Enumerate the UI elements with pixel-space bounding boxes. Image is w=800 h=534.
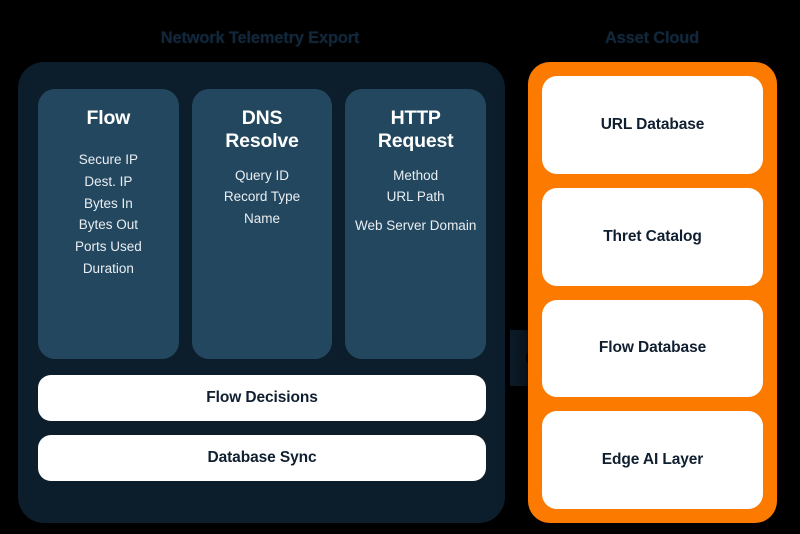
cloud-card-label: Flow Database bbox=[598, 339, 707, 357]
list-item: URL Path bbox=[386, 189, 445, 205]
asset-cloud-panel: URL Database Thret Catalog Flow Database… bbox=[528, 62, 777, 523]
bar-flow-decisions: Flow Decisions bbox=[38, 375, 486, 421]
list-item: Bytes Out bbox=[78, 217, 138, 233]
card-item-list: Method URL Path Web Server Domain bbox=[353, 165, 478, 238]
left-panel-title: Network Telemetry Export bbox=[160, 29, 360, 47]
cloud-card-label: URL Database bbox=[600, 115, 705, 133]
cloud-card-label: Edge AI Layer bbox=[601, 451, 704, 469]
cloud-card-label: Thret Catalog bbox=[603, 227, 702, 245]
card-heading: Flow bbox=[86, 107, 131, 129]
telemetry-card-flow: Flow Secure IP Dest. IP Bytes In Bytes O… bbox=[38, 89, 179, 359]
list-item: Name bbox=[244, 211, 281, 227]
cloud-card-edge-ai-layer: Edge AI Layer bbox=[542, 411, 763, 509]
card-heading-line: Request bbox=[377, 129, 454, 152]
card-heading-line: DNS bbox=[241, 107, 283, 129]
card-heading: HTTP Request bbox=[353, 107, 478, 153]
cloud-card-url-database: URL Database bbox=[542, 76, 763, 174]
bar-label: Database Sync bbox=[207, 449, 317, 466]
card-heading-line: Resolve bbox=[225, 129, 299, 152]
right-arrow-icon bbox=[510, 330, 534, 386]
list-item: Method bbox=[393, 167, 439, 183]
telemetry-card-row: Flow Secure IP Dest. IP Bytes In Bytes O… bbox=[38, 89, 487, 359]
list-item: Secure IP bbox=[78, 151, 138, 167]
cloud-card-thret-catalog: Thret Catalog bbox=[542, 187, 763, 286]
list-item: Dest. IP bbox=[84, 173, 133, 189]
list-item: Web Server Domain bbox=[355, 218, 477, 234]
bar-label: Flow Decisions bbox=[206, 389, 318, 406]
card-item-list: Secure IP Dest. IP Bytes In Bytes Out Po… bbox=[46, 142, 171, 280]
list-item: Duration bbox=[82, 261, 134, 277]
list-item: Bytes In bbox=[83, 195, 133, 211]
right-panel-title: Asset Cloud bbox=[604, 29, 700, 47]
list-item: Record Type bbox=[223, 189, 301, 205]
bar-database-sync: Database Sync bbox=[38, 435, 486, 481]
card-heading-line: HTTP bbox=[390, 107, 441, 129]
network-telemetry-export-panel: Flow Secure IP Dest. IP Bytes In Bytes O… bbox=[18, 62, 534, 523]
telemetry-card-http-request: HTTP Request Method URL Path Web Server … bbox=[345, 89, 487, 359]
list-item: Query ID bbox=[235, 167, 290, 183]
list-item: Ports Used bbox=[74, 239, 142, 255]
telemetry-card-dns-resolve: DNS Resolve Query ID Record Type Name bbox=[191, 89, 333, 359]
card-heading: DNS Resolve bbox=[200, 107, 325, 153]
card-item-list: Query ID Record Type Name bbox=[200, 165, 325, 231]
cloud-card-flow-database: Flow Database bbox=[542, 299, 763, 398]
